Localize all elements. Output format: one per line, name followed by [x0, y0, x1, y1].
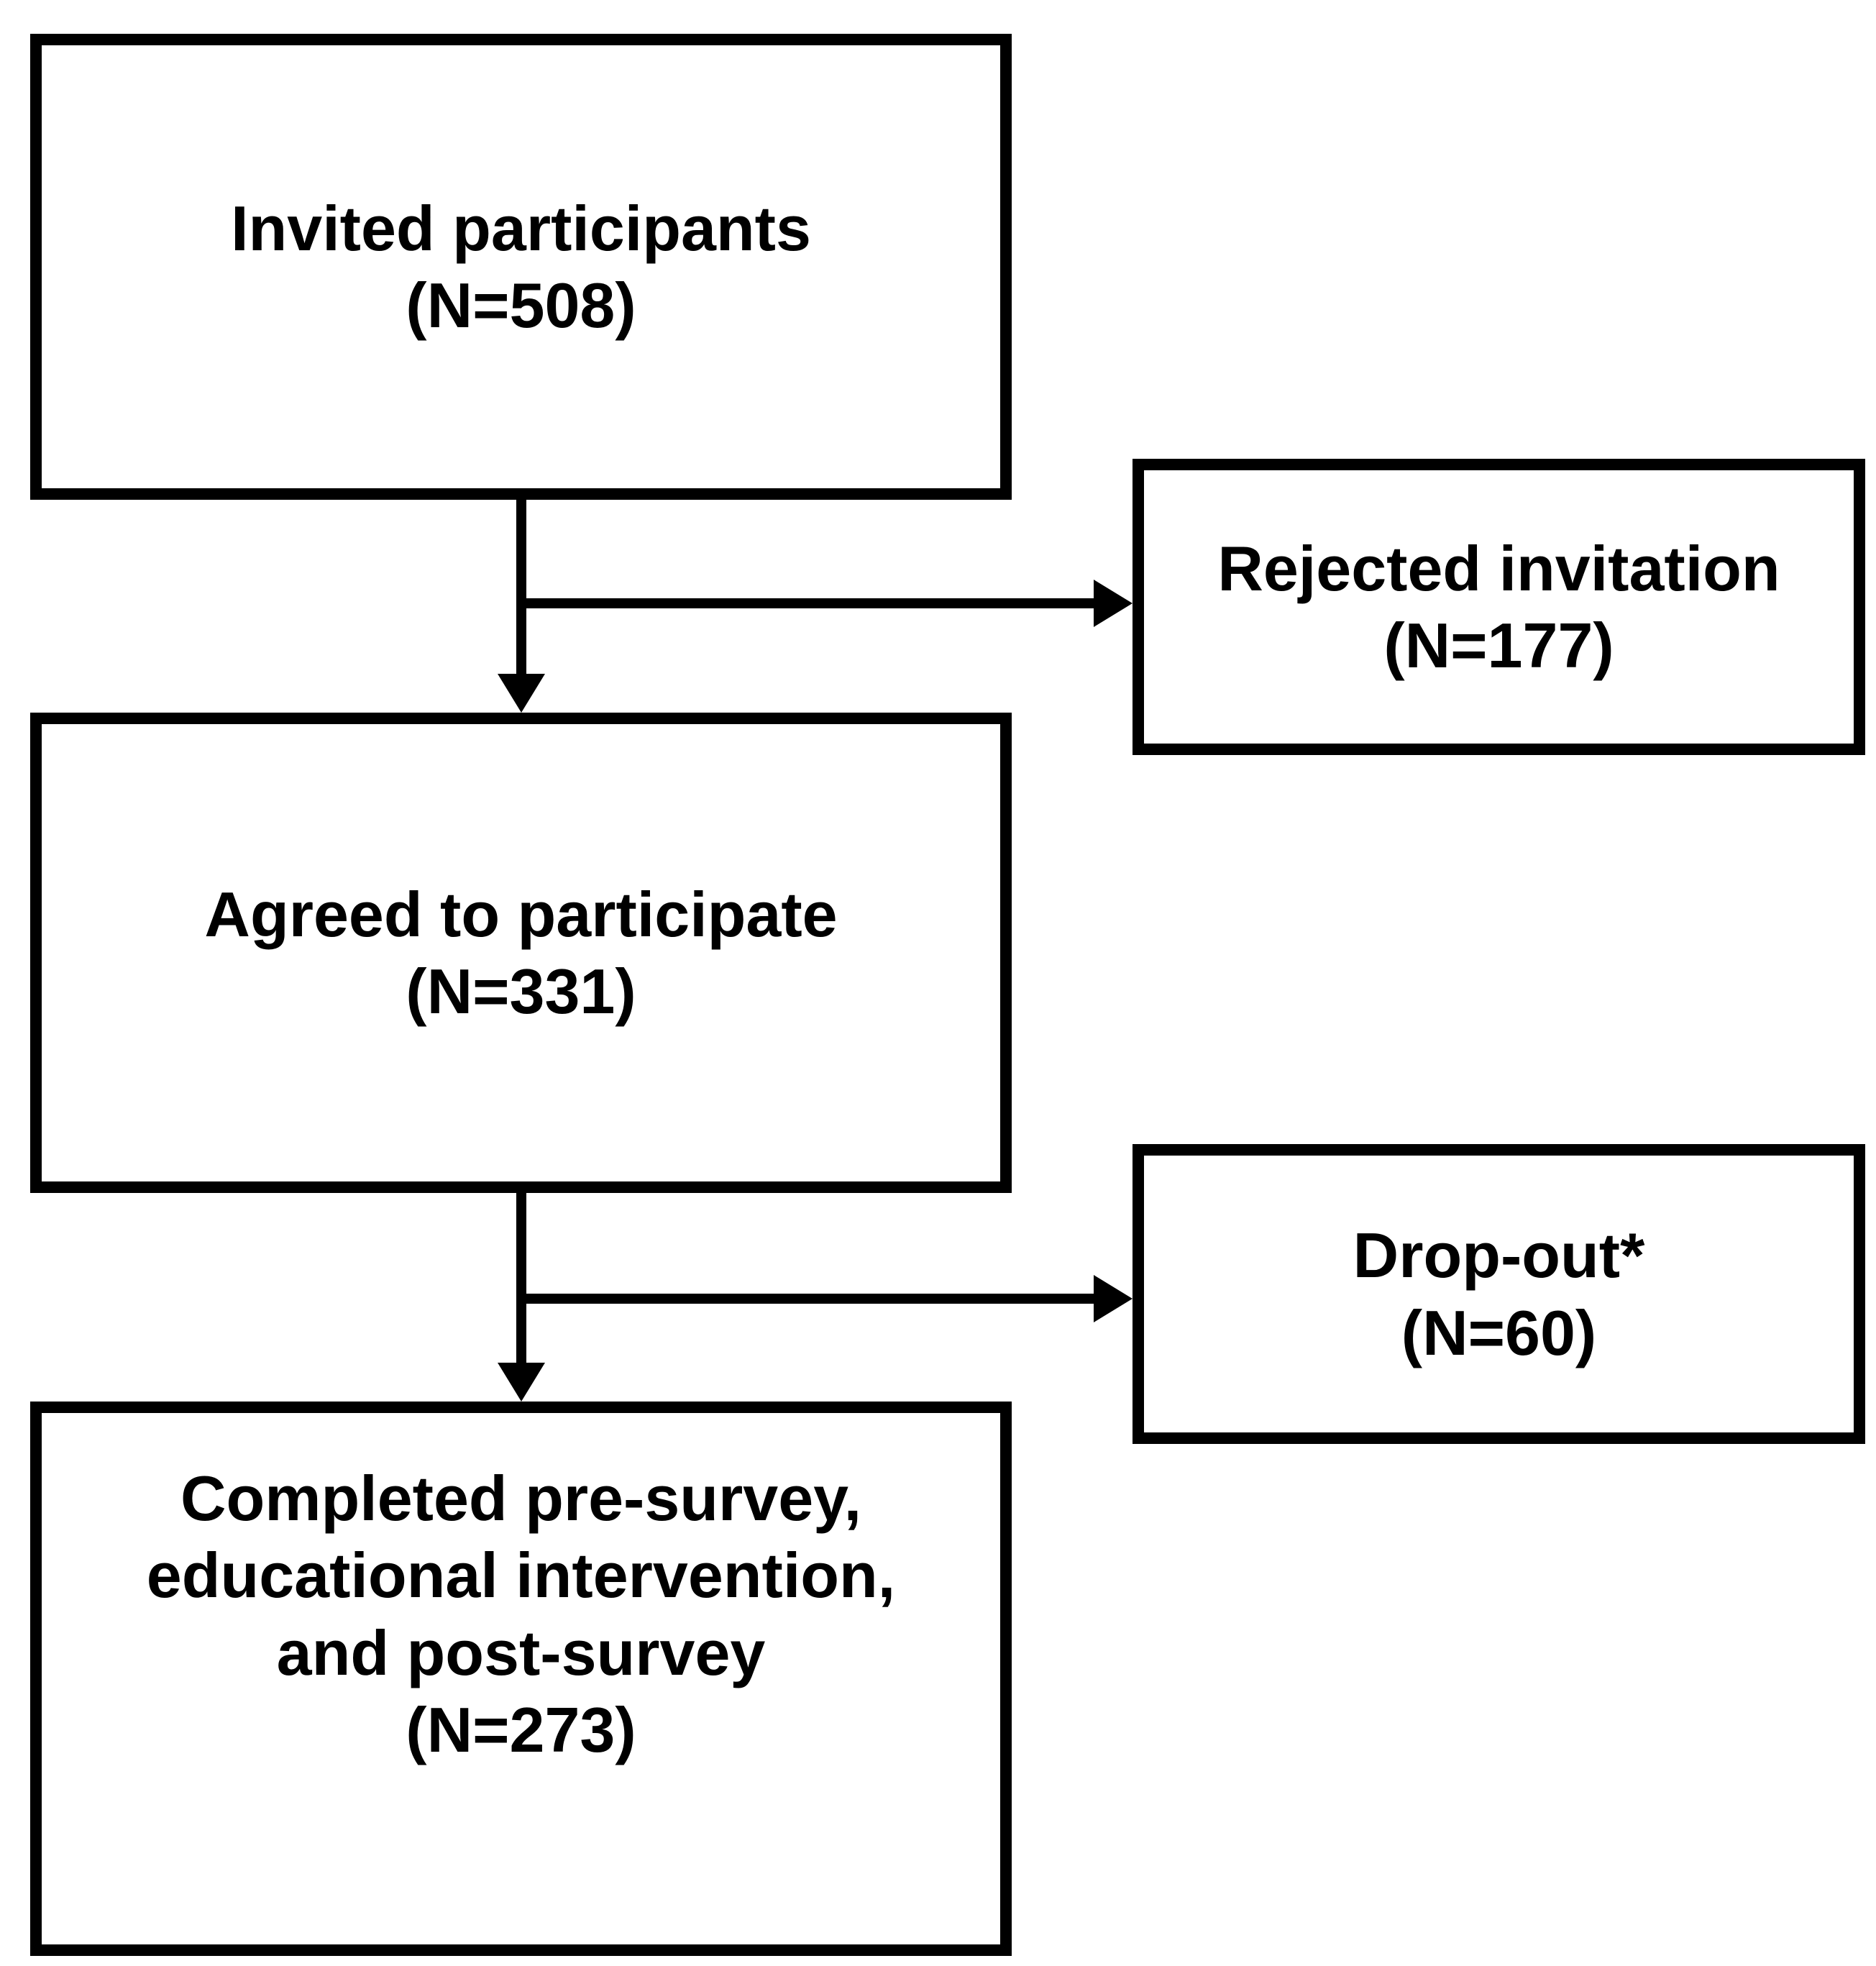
connector-agreed-to-completed: [516, 1192, 526, 1368]
flow-box-rejected-count: (N=177): [1383, 610, 1614, 681]
flow-box-completed-line-2: educational intervention,: [146, 1540, 896, 1611]
flow-box-dropout-count: (N=60): [1401, 1297, 1597, 1368]
flow-box-agreed-line-1: Agreed to participate: [204, 878, 838, 950]
connector-to-dropout: [516, 1294, 1095, 1304]
connector-to-rejected: [516, 598, 1095, 608]
down-arrowhead-to-completed-icon: [498, 1363, 545, 1402]
flow-box-completed-text: Completed pre-survey, educational interv…: [147, 1460, 895, 1768]
flow-box-agreed-count: (N=331): [406, 956, 636, 1027]
right-arrowhead-to-rejected-icon: [1094, 580, 1133, 627]
right-arrowhead-to-dropout-icon: [1094, 1275, 1133, 1322]
flow-box-dropout: Drop-out* (N=60): [1133, 1144, 1865, 1444]
flow-box-invited-count: (N=508): [406, 270, 636, 341]
flow-box-invited-text: Invited participants (N=508): [231, 190, 811, 344]
flow-box-invited-line-1: Invited participants: [231, 192, 811, 264]
flow-box-agreed-text: Agreed to participate (N=331): [204, 876, 837, 1030]
flow-box-completed-line-1: Completed pre-survey,: [180, 1462, 862, 1534]
flow-box-completed: Completed pre-survey, educational interv…: [30, 1402, 1012, 1956]
flow-box-dropout-line-1: Drop-out*: [1353, 1220, 1645, 1291]
connector-invited-to-agreed: [516, 498, 526, 677]
flow-box-agreed: Agreed to participate (N=331): [30, 713, 1012, 1193]
flow-box-rejected: Rejected invitation (N=177): [1133, 459, 1865, 755]
flow-box-completed-count: (N=273): [406, 1693, 636, 1765]
flow-box-rejected-text: Rejected invitation (N=177): [1217, 530, 1780, 685]
flow-box-invited: Invited participants (N=508): [30, 34, 1012, 500]
flow-box-dropout-text: Drop-out* (N=60): [1353, 1217, 1645, 1371]
flow-box-rejected-line-1: Rejected invitation: [1217, 532, 1780, 604]
down-arrowhead-to-agreed-icon: [498, 674, 545, 713]
flow-box-completed-line-3: and post-survey: [276, 1617, 766, 1688]
